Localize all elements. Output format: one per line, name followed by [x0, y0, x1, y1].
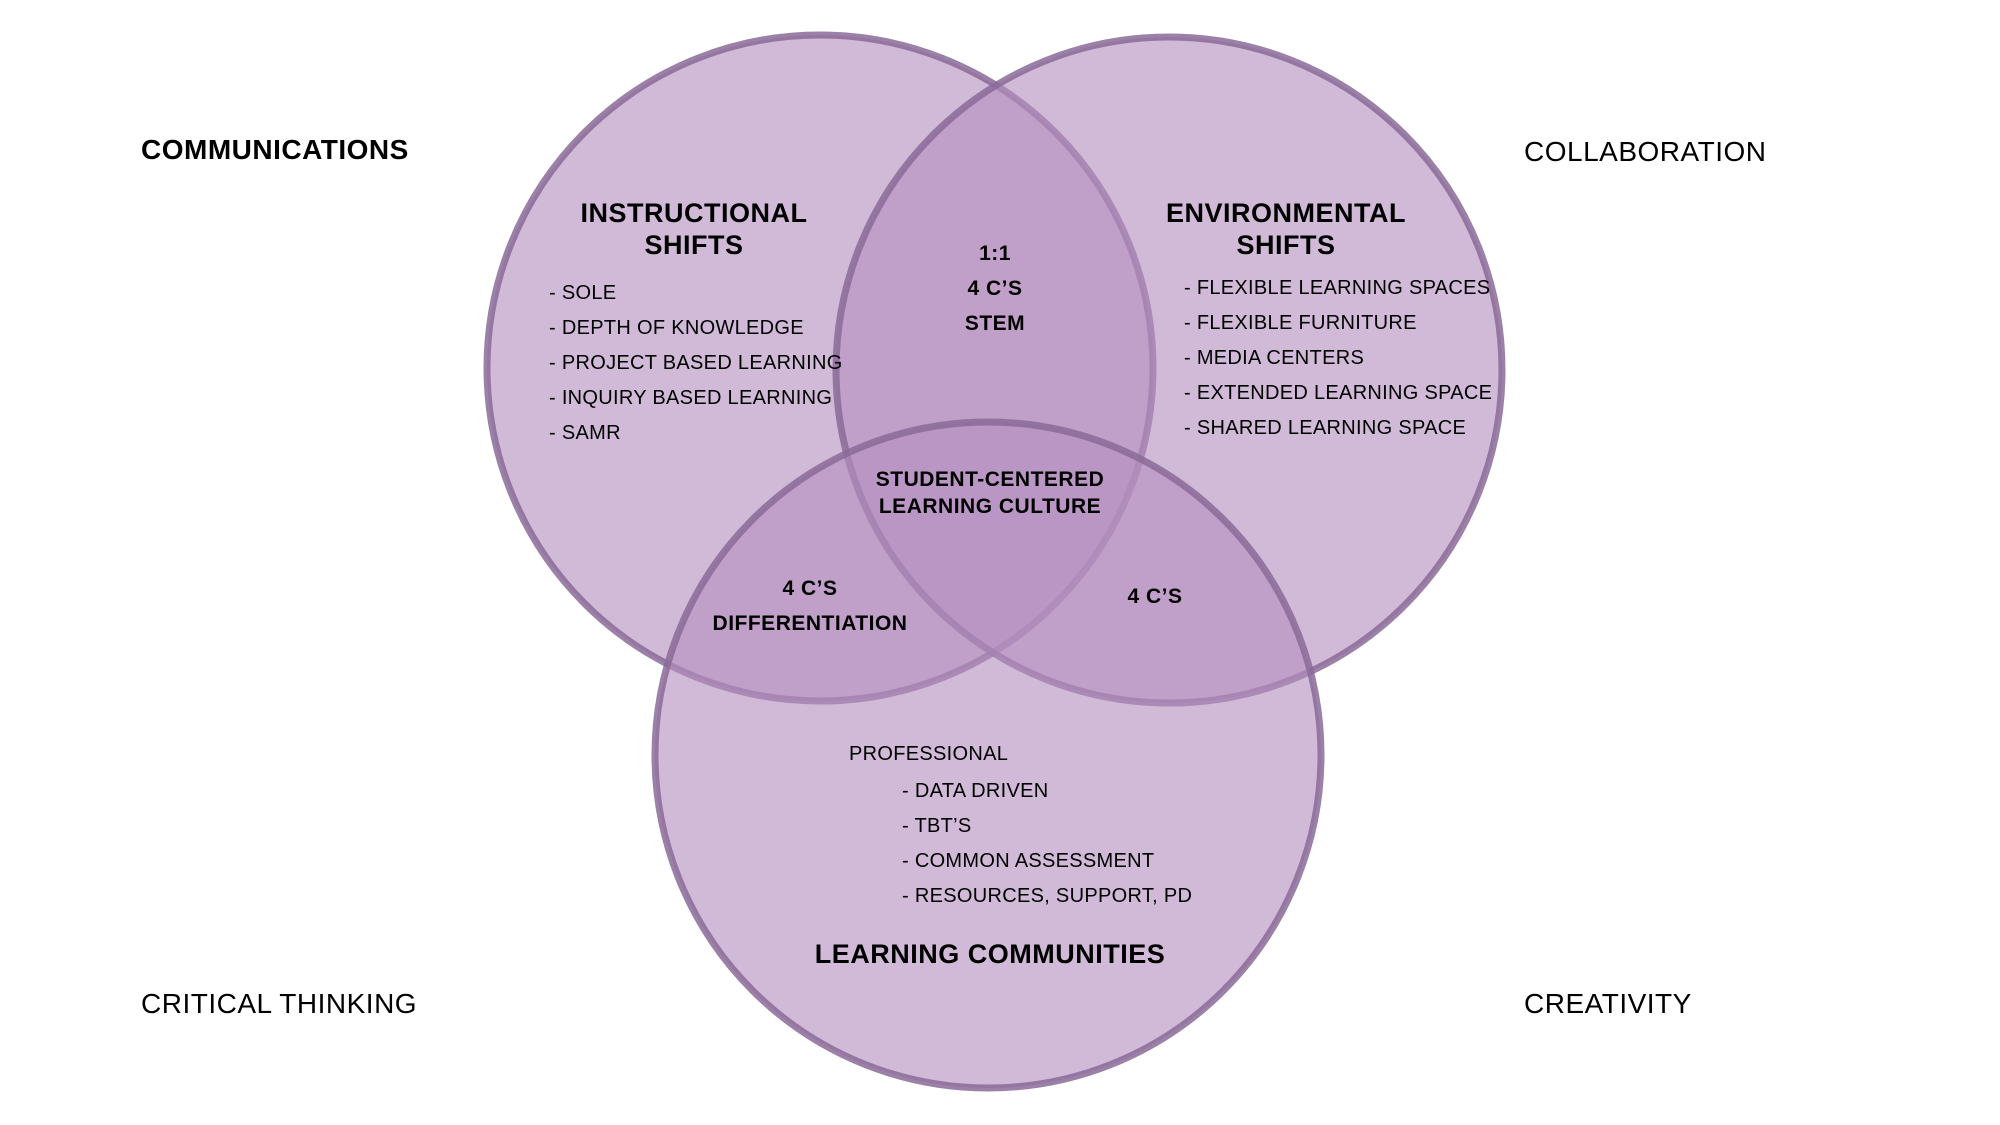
list-item: MEDIA CENTERS: [1184, 341, 1492, 376]
list-item: SOLE: [549, 276, 843, 311]
environmental-title-line2: SHIFTS: [1236, 230, 1336, 260]
overlap-left-labels: 4 C’S DIFFERENTIATION: [690, 571, 930, 641]
instructional-title-line1: INSTRUCTIONAL: [580, 198, 808, 228]
overlap-top-line2: 4 C’S: [967, 277, 1023, 300]
environmental-shifts-title: ENVIRONMENTAL SHIFTS: [1152, 197, 1420, 261]
learning-communities-list: DATA DRIVEN TBT’S COMMON ASSESSMENT RESO…: [902, 774, 1192, 914]
list-item: FLEXIBLE LEARNING SPACES: [1184, 271, 1492, 306]
list-item: RESOURCES, SUPPORT, PD: [902, 879, 1192, 914]
overlap-right-label: 4 C’S: [1127, 585, 1183, 608]
list-item: SHARED LEARNING SPACE: [1184, 411, 1492, 446]
environmental-shifts-list: FLEXIBLE LEARNING SPACES FLEXIBLE FURNIT…: [1184, 271, 1492, 446]
overlap-top-line3: STEM: [964, 312, 1026, 335]
instructional-shifts-list: SOLE DEPTH OF KNOWLEDGE PROJECT BASED LE…: [549, 276, 843, 451]
list-item: INQUIRY BASED LEARNING: [549, 381, 843, 416]
overlap-left-line2: DIFFERENTIATION: [712, 612, 908, 635]
instructional-title-line2: SHIFTS: [644, 230, 744, 260]
corner-label-communications: COMMUNICATIONS: [141, 134, 409, 165]
center-line2: LEARNING CULTURE: [878, 495, 1102, 518]
corner-label-creativity: CREATIVITY: [1524, 988, 1692, 1019]
list-item: DEPTH OF KNOWLEDGE: [549, 311, 843, 346]
center-label: STUDENT-CENTERED LEARNING CULTURE: [860, 466, 1120, 520]
list-item: COMMON ASSESSMENT: [902, 844, 1192, 879]
learning-communities-title: LEARNING COMMUNITIES: [814, 939, 1166, 969]
circle-learning-communities: [651, 418, 1325, 1092]
list-item: DATA DRIVEN: [902, 774, 1192, 809]
list-item: FLEXIBLE FURNITURE: [1184, 306, 1492, 341]
list-item: SAMR: [549, 416, 843, 451]
environmental-title-line1: ENVIRONMENTAL: [1166, 198, 1406, 228]
overlap-left-line1: 4 C’S: [782, 577, 838, 600]
list-item: TBT’S: [902, 809, 1192, 844]
corner-label-collaboration: COLLABORATION: [1524, 136, 1767, 167]
overlap-top-labels: 1:1 4 C’S STEM: [910, 236, 1080, 341]
center-line1: STUDENT-CENTERED: [875, 468, 1105, 491]
instructional-shifts-title: INSTRUCTIONAL SHIFTS: [560, 197, 828, 261]
list-item: PROJECT BASED LEARNING: [549, 346, 843, 381]
overlap-top-line1: 1:1: [979, 242, 1011, 265]
list-item: EXTENDED LEARNING SPACE: [1184, 376, 1492, 411]
communities-heading: PROFESSIONAL: [849, 743, 1009, 765]
corner-label-critical-thinking: CRITICAL THINKING: [141, 988, 418, 1019]
